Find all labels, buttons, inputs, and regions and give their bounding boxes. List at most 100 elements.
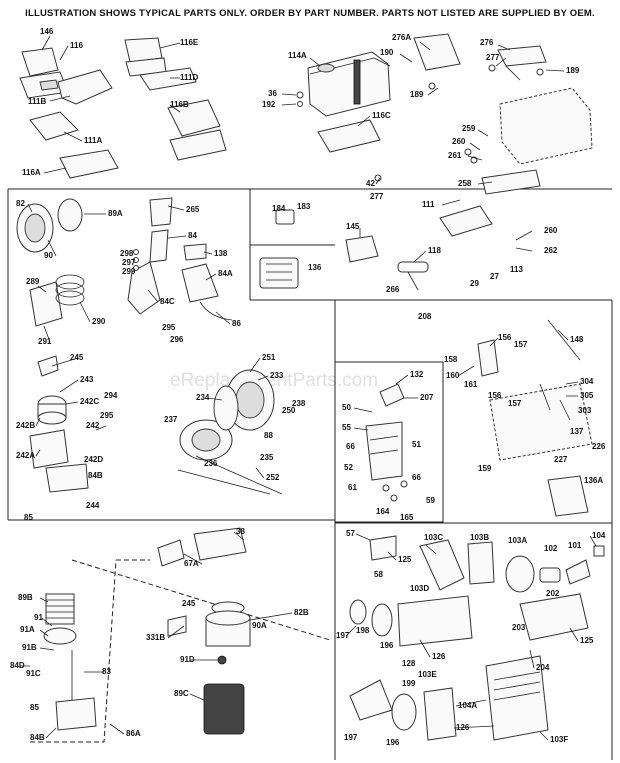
callout-289: 289 — [26, 277, 40, 286]
callout-38: 38 — [236, 527, 245, 536]
callout-82b: 82B — [294, 608, 309, 617]
callout-111a: 111A — [84, 136, 102, 145]
callout-89b: 89B — [18, 593, 33, 602]
callout-190: 190 — [380, 48, 394, 57]
callout-114a: 114A — [288, 51, 307, 60]
callout-160: 160 — [446, 371, 460, 380]
callout-235: 235 — [260, 453, 274, 462]
callout-125-b: 125 — [580, 636, 594, 645]
callout-294: 294 — [104, 391, 118, 400]
callout-299: 299 — [122, 267, 136, 276]
section-frames — [7, 188, 613, 760]
callout-125-a: 125 — [398, 555, 412, 564]
callout-66-b: 66 — [412, 473, 421, 482]
air-filter-assy — [177, 369, 283, 495]
callout-36: 36 — [268, 89, 277, 98]
callout-116a: 116A — [22, 168, 41, 177]
callout-103c: 103C — [424, 533, 443, 542]
callout-104a: 104A — [458, 701, 477, 710]
callout-245-b: 245 — [182, 599, 196, 608]
callout-157-b: 157 — [508, 399, 522, 408]
callout-184: 184 — [272, 204, 286, 213]
callout-50: 50 — [342, 403, 351, 412]
callout-146: 146 — [40, 27, 54, 36]
callout-91d: 91D — [180, 655, 195, 664]
callout-132: 132 — [410, 370, 424, 379]
callout-331b: 331B — [146, 633, 165, 642]
callout-251: 251 — [262, 353, 276, 362]
callout-196-b: 196 — [386, 738, 400, 747]
callout-252: 252 — [266, 473, 280, 482]
callout-137: 137 — [570, 427, 584, 436]
callout-55: 55 — [342, 423, 351, 432]
callout-85-a: 85 — [24, 513, 33, 522]
callout-91b: 91B — [22, 643, 37, 652]
callout-207: 207 — [420, 393, 434, 402]
callout-88: 88 — [264, 431, 273, 440]
callout-259: 259 — [462, 124, 476, 133]
callout-242a: 242A — [16, 451, 35, 460]
callout-84a: 84A — [218, 269, 233, 278]
callout-199: 199 — [402, 679, 416, 688]
callout-161: 161 — [464, 380, 478, 389]
callout-197-b: 197 — [344, 733, 358, 742]
callout-83: 83 — [102, 667, 111, 676]
callout-29: 29 — [470, 279, 479, 288]
callout-304: 304 — [580, 377, 594, 386]
callout-84c: 84C — [160, 297, 175, 306]
callout-103b: 103B — [470, 533, 489, 542]
callout-126-a: 126 — [432, 652, 446, 661]
callout-103e: 103E — [418, 670, 437, 679]
callout-103f: 103F — [550, 735, 568, 744]
callout-183: 183 — [297, 202, 311, 211]
callout-91c: 91C — [26, 669, 41, 678]
callout-90: 90 — [44, 251, 53, 260]
callout-203: 203 — [512, 623, 526, 632]
callout-261: 261 — [448, 151, 462, 160]
callout-276a: 276A — [392, 33, 411, 42]
shroud-group — [19, 37, 227, 179]
callout-202: 202 — [546, 589, 560, 598]
callout-262: 262 — [544, 246, 558, 255]
fuel-tank — [296, 51, 391, 182]
governor-parts — [259, 205, 493, 289]
callout-243: 243 — [80, 375, 94, 384]
callout-66-a: 66 — [346, 442, 355, 451]
callout-67a: 67A — [184, 559, 199, 568]
callout-227: 227 — [554, 455, 568, 464]
callout-111b: 111B — [28, 97, 46, 106]
callout-260-b: 260 — [544, 226, 558, 235]
callout-244: 244 — [86, 501, 100, 510]
callout-84b: 84B — [88, 471, 103, 480]
callout-242: 242 — [86, 421, 100, 430]
callout-104: 104 — [592, 531, 606, 540]
callout-116e: 116E — [180, 38, 199, 47]
control-bracket — [477, 319, 593, 517]
callout-labels: 146 116 116E 111D 111B 116B 111A 116A 11… — [10, 27, 606, 747]
callout-116c: 116C — [372, 111, 391, 120]
callout-82: 82 — [16, 199, 25, 208]
callout-298: 298 — [120, 249, 134, 258]
dry-filter-group — [30, 527, 331, 743]
callout-86a: 86A — [126, 729, 141, 738]
callout-266: 266 — [386, 285, 400, 294]
oil-bath-parts — [29, 355, 89, 493]
callout-265: 265 — [186, 205, 200, 214]
callout-260-a: 260 — [452, 137, 466, 146]
callout-111d: 111D — [180, 73, 198, 82]
callout-291: 291 — [38, 337, 52, 346]
muffler-guard — [413, 33, 593, 195]
callout-258: 258 — [458, 179, 472, 188]
muffler-parts — [349, 535, 605, 741]
callout-136a: 136A — [584, 476, 603, 485]
callout-233: 233 — [270, 371, 284, 380]
callout-84b-lower: 84B — [30, 733, 45, 742]
callout-159: 159 — [478, 464, 492, 473]
callout-128: 128 — [402, 659, 416, 668]
callout-148: 148 — [570, 335, 584, 344]
callout-102: 102 — [544, 544, 558, 553]
callout-138: 138 — [214, 249, 228, 258]
callout-238: 238 — [292, 399, 306, 408]
